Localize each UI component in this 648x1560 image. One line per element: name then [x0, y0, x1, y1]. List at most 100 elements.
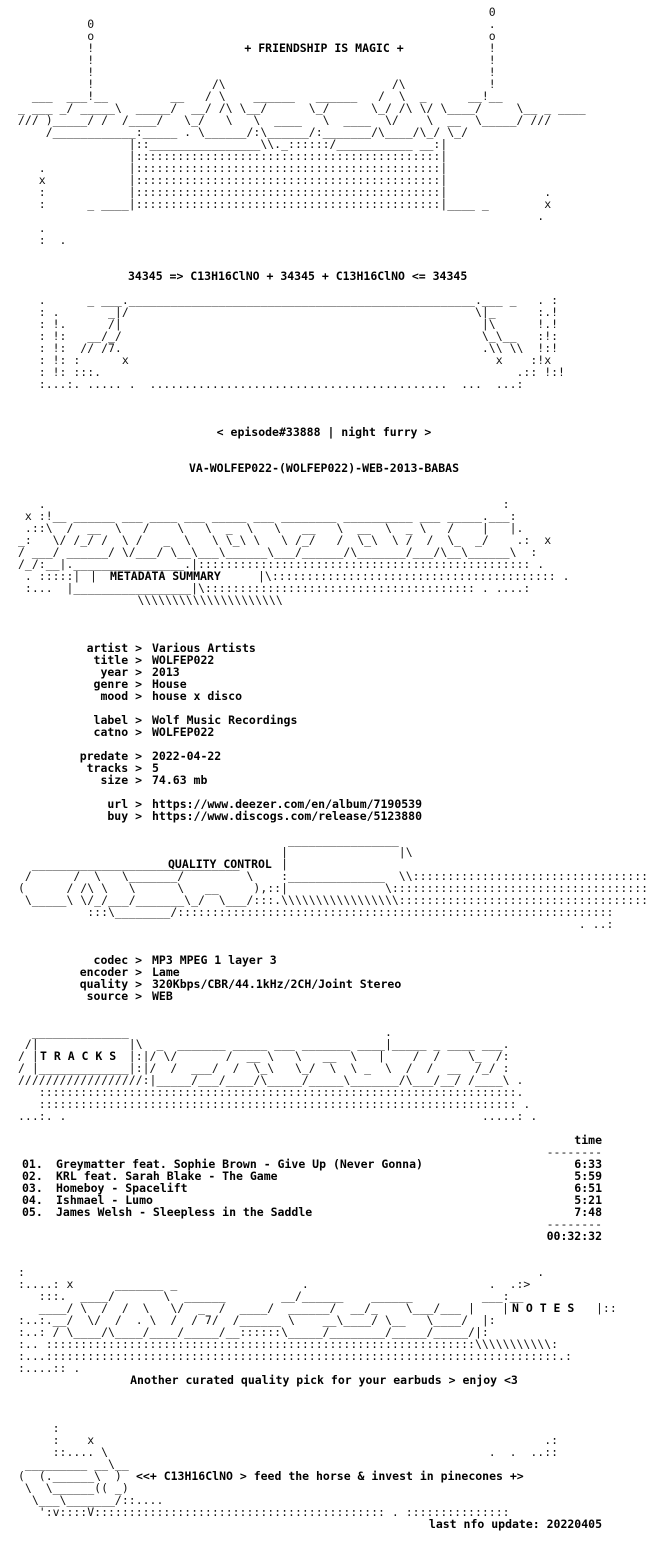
- frame-art-line: : . _|/ \|_ :.!: [18, 305, 559, 319]
- notes-art-line: : .: [18, 1265, 545, 1279]
- track-title: KRL feat. Sarah Blake - The Game: [56, 1169, 278, 1183]
- metadata-value-mood: house x disco: [152, 689, 243, 703]
- quality-key-codec: codec >: [52, 953, 149, 967]
- notes-art-line: :..:.__/ \/ / . \ / / 7/ /______ \ __\__…: [18, 1313, 496, 1327]
- time-header-rule: --------: [546, 1145, 602, 1159]
- track-time: 5:59: [574, 1169, 602, 1183]
- metadata-value-predate: 2022-04-22: [152, 749, 222, 763]
- tracks-art-line: //////////////////:|_____/___/____/\____…: [18, 1073, 524, 1087]
- tracks-art-line: ::::::::::::::::::::::::::::::::::::::::…: [18, 1097, 531, 1111]
- formula-line: 34345 => C13H16ClNO + 34345 + C13H16ClNO…: [128, 269, 468, 283]
- footer-art-line: : x .:: [18, 1433, 559, 1447]
- header-tagline: + FRIENDSHIP IS MAGIC +: [244, 41, 404, 55]
- episode-line: < episode#33888 | night furry >: [216, 425, 432, 439]
- track-title: Greymatter feat. Sophie Brown - Give Up …: [56, 1157, 423, 1171]
- track-number: 04.: [22, 1193, 43, 1207]
- quality-value-source: WEB: [152, 989, 173, 1003]
- last-update: last nfo update: 20220405: [428, 1517, 602, 1531]
- track-title: Homeboy - Spacelift: [56, 1181, 188, 1195]
- metadata-art-line: \\\\\\\\\\\\\\\\\\\\\: [82, 593, 283, 607]
- footer-art-line: \ \______(( _): [18, 1481, 136, 1495]
- notes-art-line: :....: x _______ _ . . .:>: [18, 1277, 531, 1291]
- notes-art-line: ____/ \ / / \ \/ _ / ____/ ______/ __/_ …: [18, 1301, 475, 1315]
- quality-art-line: :::\________/:::::::::::::::::::::::::::…: [18, 905, 621, 919]
- quality-art-line: ______________________________ |: [18, 857, 289, 871]
- notes-text: Another curated quality pick for your ea…: [130, 1373, 518, 1387]
- header-art-line: .: [18, 209, 545, 223]
- time-header: time: [574, 1133, 602, 1147]
- metadata-value-size: 74.63 mb: [152, 773, 208, 787]
- header-art-line: /____________:_____ . \______/:\______/:…: [18, 125, 469, 139]
- metadata-value-label: Wolf Music Recordings: [152, 713, 298, 727]
- metadata-key-label: label >: [52, 713, 149, 727]
- footer-slogan: <<+ C13H16ClNO > feed the horse & invest…: [136, 1469, 524, 1483]
- track-time: 5:21: [574, 1193, 602, 1207]
- track-time: 7:48: [574, 1205, 602, 1219]
- tracks-art-line: ::::::::::::::::::::::::::::::::::::::::…: [18, 1085, 524, 1099]
- metadata-art-line: / ___/ ______/ \/___/ \__\___\______\___…: [18, 545, 538, 559]
- total-time: 00:32:32: [546, 1229, 602, 1243]
- frame-art-line: : !: :::. .:: !:!: [18, 365, 565, 379]
- metadata-value-buy[interactable]: https://www.discogs.com/release/5123880: [152, 809, 423, 823]
- quality-key-source: source >: [52, 989, 149, 1003]
- header-art-line: ! !: [18, 53, 496, 67]
- quality-value-encoder: Lame: [152, 965, 180, 979]
- header-art-line: ! !: [18, 41, 496, 55]
- footer-art-line: \___\_______/::....: [18, 1493, 164, 1507]
- frame-art-line: :...:. ..... . .........................…: [18, 377, 524, 391]
- metadata-art-line: :... |_________________|\:::::::::::::::…: [18, 581, 531, 595]
- frame-art-line: : !: : x x :!x: [18, 353, 552, 367]
- header-art-line: |:::::::::::::::::::::::::::::::::::::::…: [18, 149, 448, 163]
- header-art-line: x |:::::::::::::::::::::::::::::::::::::…: [18, 173, 448, 187]
- metadata-box-right: |\::::::::::::::::::::::::::::::::::::::…: [258, 569, 570, 583]
- notes-art-line: :..: / \____/\____/____/_____/__::::::\_…: [18, 1325, 489, 1339]
- notes-section-title: N O T E S: [512, 1301, 575, 1315]
- metadata-art-line: . :::::|: [18, 569, 88, 583]
- tracks-art-line: ______________ .: [18, 1025, 392, 1039]
- metadata-value-catno: WOLFEP022: [152, 725, 215, 739]
- metadata-value-artist: Various Artists: [152, 641, 256, 655]
- header-art-line: 0 .: [18, 17, 496, 31]
- footer-art-line: ':v::::V::::::::::::::::::::::::::::::::…: [18, 1505, 510, 1519]
- nfo-document: 0 0 . o o !: [0, 6, 648, 1554]
- header-art-line: .: [18, 221, 46, 235]
- metadata-key-predate: predate >: [52, 749, 149, 763]
- metadata-box-left: |: [90, 569, 97, 583]
- header-art-line: o o: [18, 29, 496, 43]
- footer-art-line: :: [18, 1421, 60, 1435]
- metadata-key-title: title >: [52, 653, 149, 667]
- frame-art-line: : !. /| |\ !.!: [18, 317, 559, 331]
- track-time: 6:33: [574, 1157, 602, 1171]
- track-title: Ishmael - Lumo: [56, 1193, 153, 1207]
- metadata-key-year: year >: [52, 665, 149, 679]
- metadata-value-year: 2013: [152, 665, 180, 679]
- header-art-line: ! !: [18, 65, 496, 79]
- frame-art-line: : !: __/_/ \_\__ :!:: [18, 329, 559, 343]
- metadata-value-genre: House: [152, 677, 187, 691]
- header-art-line: /// )_____/ / /____/ \_/ \ \ ____ \ ____…: [18, 113, 552, 127]
- footer-art-line: ( (.______\ ): [18, 1469, 136, 1483]
- header-art-line: ! /\ /\ !: [18, 77, 496, 91]
- metadata-key-mood: mood >: [52, 689, 149, 703]
- tracks-art-line: /| |\ _ _______ _____ ___ _______ ____|_…: [18, 1037, 510, 1051]
- header-art-line: |::________________\\._::::::/__________…: [18, 137, 448, 151]
- quality-art-line: . ..:: [18, 917, 614, 931]
- quality-key-encoder: encoder >: [52, 965, 149, 979]
- quality-art-line: | |\: [18, 845, 413, 859]
- metadata-value-tracks: 5: [152, 761, 159, 775]
- tracks-art-line: ...:. . .....: .: [18, 1109, 538, 1123]
- header-art-line: : .: [18, 233, 67, 247]
- release-name: VA-WOLFEP022-(WOLFEP022)-WEB-2013-BABAS: [188, 461, 460, 475]
- metadata-key-tracks: tracks >: [52, 761, 149, 775]
- track-time: 6:51: [574, 1181, 602, 1195]
- metadata-art-line: _: \/ /_/ / \ / _ \ \ \_\ \ \ /_/ / \_\ …: [18, 533, 552, 547]
- quality-art-line: ________________: [18, 833, 399, 847]
- footer-art-line: _________ __\__: [18, 1457, 129, 1471]
- header-art-line: ___ ___!__ __ / \ ______ ______ / \ _ __…: [18, 89, 503, 103]
- frame-art-line: . _ ___.________________________________…: [18, 293, 559, 307]
- metadata-key-catno: catno >: [52, 725, 149, 739]
- metadata-value-url[interactable]: https://www.deezer.com/en/album/7190539: [152, 797, 423, 811]
- metadata-key-url: url >: [52, 797, 149, 811]
- metadata-art-line: x :!__ ______ ___ ____ ___ _____ ___ ___…: [18, 509, 517, 523]
- metadata-art-line: . :: [18, 497, 510, 511]
